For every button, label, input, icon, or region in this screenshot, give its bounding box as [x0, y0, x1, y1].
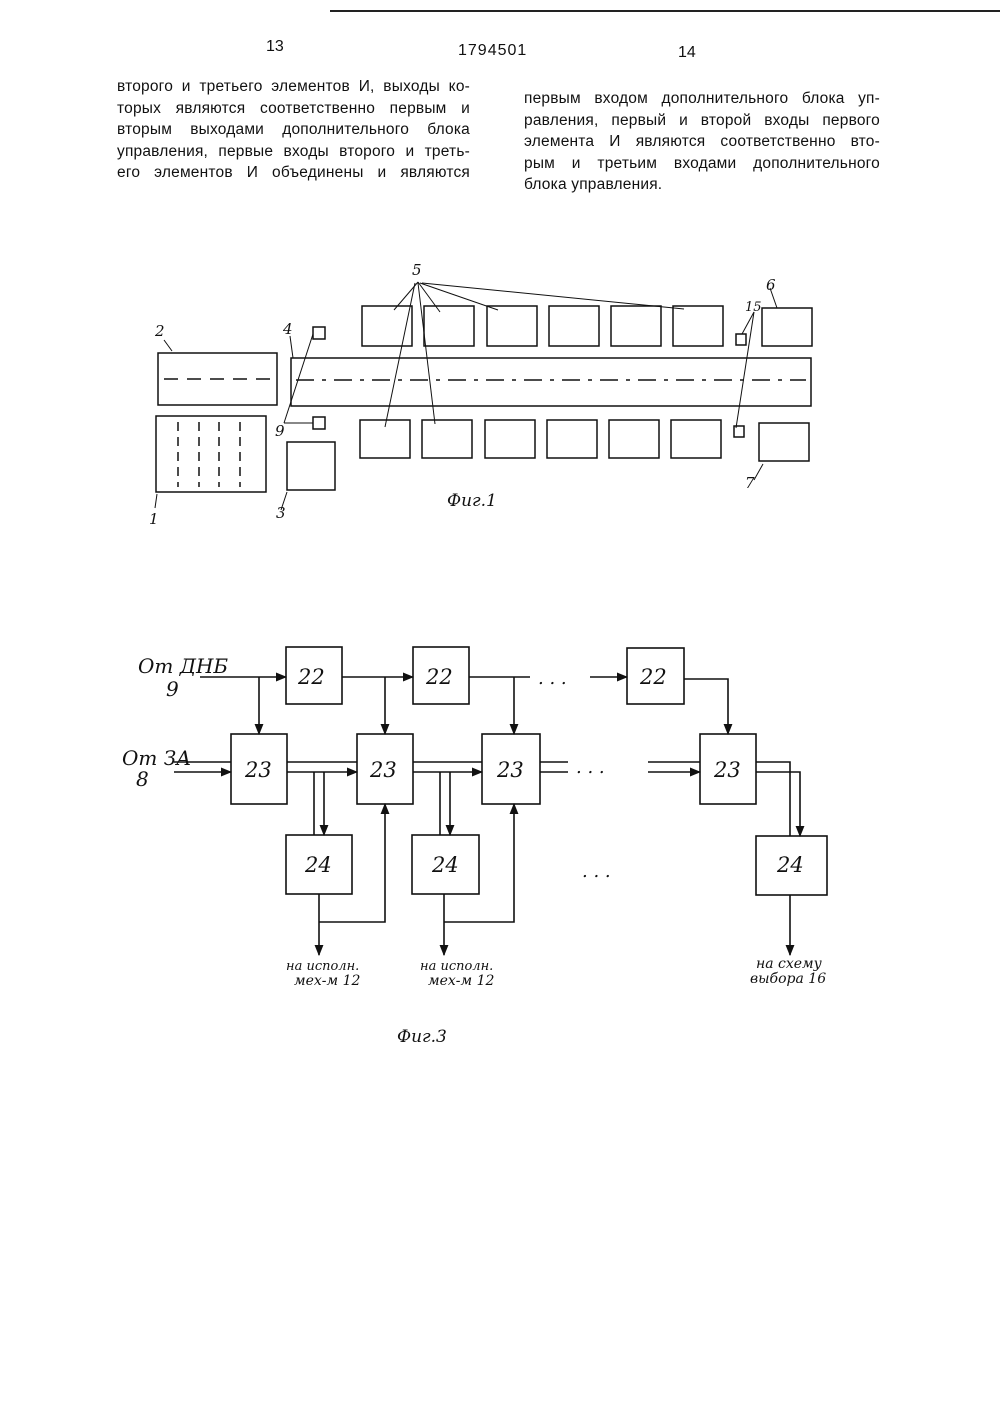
block-22-label: 22 — [297, 665, 325, 689]
block-3 — [287, 442, 335, 490]
figure-1-caption: Фиг.1 — [447, 491, 497, 511]
block-1-hatching — [178, 422, 240, 487]
ellipsis: . . . — [582, 861, 611, 882]
leader-lines — [155, 282, 777, 510]
output-1-target: мех-м 12 — [294, 973, 360, 989]
bottom-block-5 — [609, 420, 659, 458]
top-block-5 — [673, 306, 723, 346]
label-6: 6 — [766, 276, 776, 294]
output-2-label: на исполн. — [420, 959, 493, 974]
input-dnb-label: От ДНБ — [138, 654, 228, 678]
top-block-5 — [549, 306, 599, 346]
input-za-label: От ЗА — [122, 746, 191, 770]
block-23-label: 23 — [713, 758, 741, 782]
block-24-label: 24 — [304, 853, 332, 877]
block-1 — [156, 416, 266, 492]
ellipsis: . . . — [538, 668, 567, 689]
label-5: 5 — [412, 261, 422, 279]
block-24-label: 24 — [776, 853, 804, 877]
top-block-5 — [487, 306, 537, 346]
figure-1-diagram: 2 4 5 6 15 9 1 3 7 Фиг.1 — [0, 0, 1000, 560]
input-dnb-number: 9 — [166, 677, 179, 701]
label-3: 3 — [276, 504, 286, 522]
bottom-block-5 — [422, 420, 472, 458]
input-za-number: 8 — [136, 767, 149, 791]
connector-lines — [174, 677, 800, 955]
output-3-label: на схему — [756, 956, 823, 972]
block-24-label: 24 — [431, 853, 459, 877]
sensor-9 — [313, 417, 325, 429]
sensor-15-bottom — [734, 426, 744, 437]
block-23-label: 23 — [244, 758, 272, 782]
output-2-target: мех-м 12 — [428, 973, 494, 989]
figure-3-caption: Фиг.3 — [397, 1027, 447, 1047]
top-block-5 — [611, 306, 661, 346]
block-6 — [762, 308, 812, 346]
sensor-4 — [313, 327, 325, 339]
label-2: 2 — [154, 322, 165, 340]
figure-3-diagram: 22 22 22 23 23 23 23 24 24 24 От ДНБ 9 О… — [0, 600, 1000, 1060]
block-22-label: 22 — [425, 665, 453, 689]
label-7: 7 — [745, 474, 755, 492]
bottom-block-5 — [547, 420, 597, 458]
output-3-target: выбора 16 — [750, 971, 826, 987]
block-23-label: 23 — [369, 758, 397, 782]
label-1: 1 — [149, 510, 159, 528]
block-7 — [759, 423, 809, 461]
label-4: 4 — [282, 320, 293, 338]
label-9: 9 — [275, 422, 285, 440]
block-22-label: 22 — [639, 665, 667, 689]
bottom-block-5 — [671, 420, 721, 458]
top-block-5 — [424, 306, 474, 346]
ellipsis: . . . — [576, 757, 605, 778]
sensor-15-top — [736, 334, 746, 345]
label-15: 15 — [745, 300, 762, 315]
bottom-block-5 — [485, 420, 535, 458]
top-block-5 — [362, 306, 412, 346]
block-23-label: 23 — [496, 758, 524, 782]
conveyor-block-4 — [291, 358, 811, 406]
output-1-label: на исполн. — [286, 959, 359, 974]
